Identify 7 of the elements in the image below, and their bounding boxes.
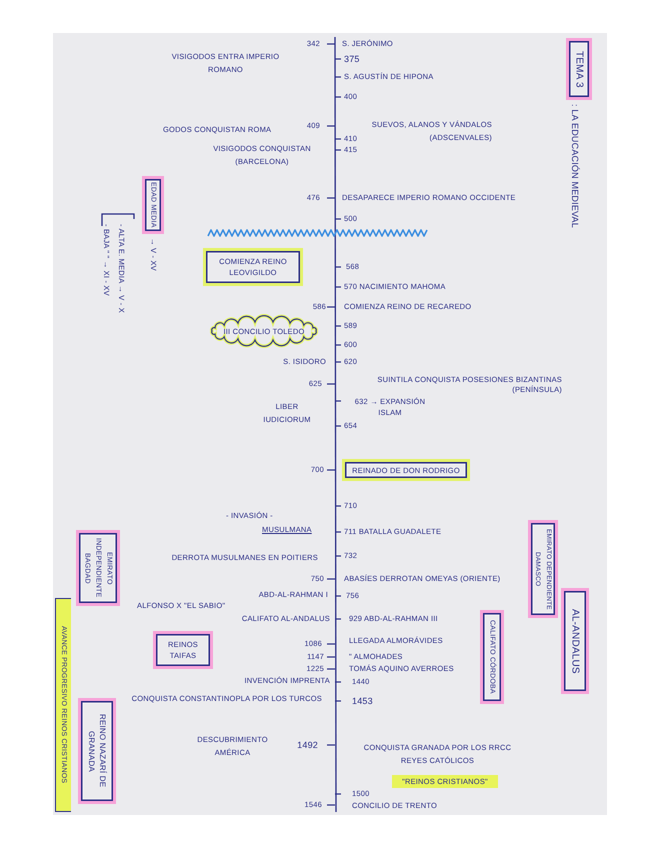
framed-label: AL-ANDALUS bbox=[561, 588, 589, 694]
year-label: 1492 bbox=[297, 740, 318, 750]
title-text: : LA EDUCACIÓN MEDIEVAL bbox=[570, 104, 580, 228]
year-label: 375 bbox=[344, 54, 360, 64]
year-label: 1453 bbox=[352, 696, 373, 706]
framed-label: TEMA 3 bbox=[566, 38, 592, 100]
framed-label: REINO NAZARÍ DE GRANADA bbox=[78, 698, 116, 804]
